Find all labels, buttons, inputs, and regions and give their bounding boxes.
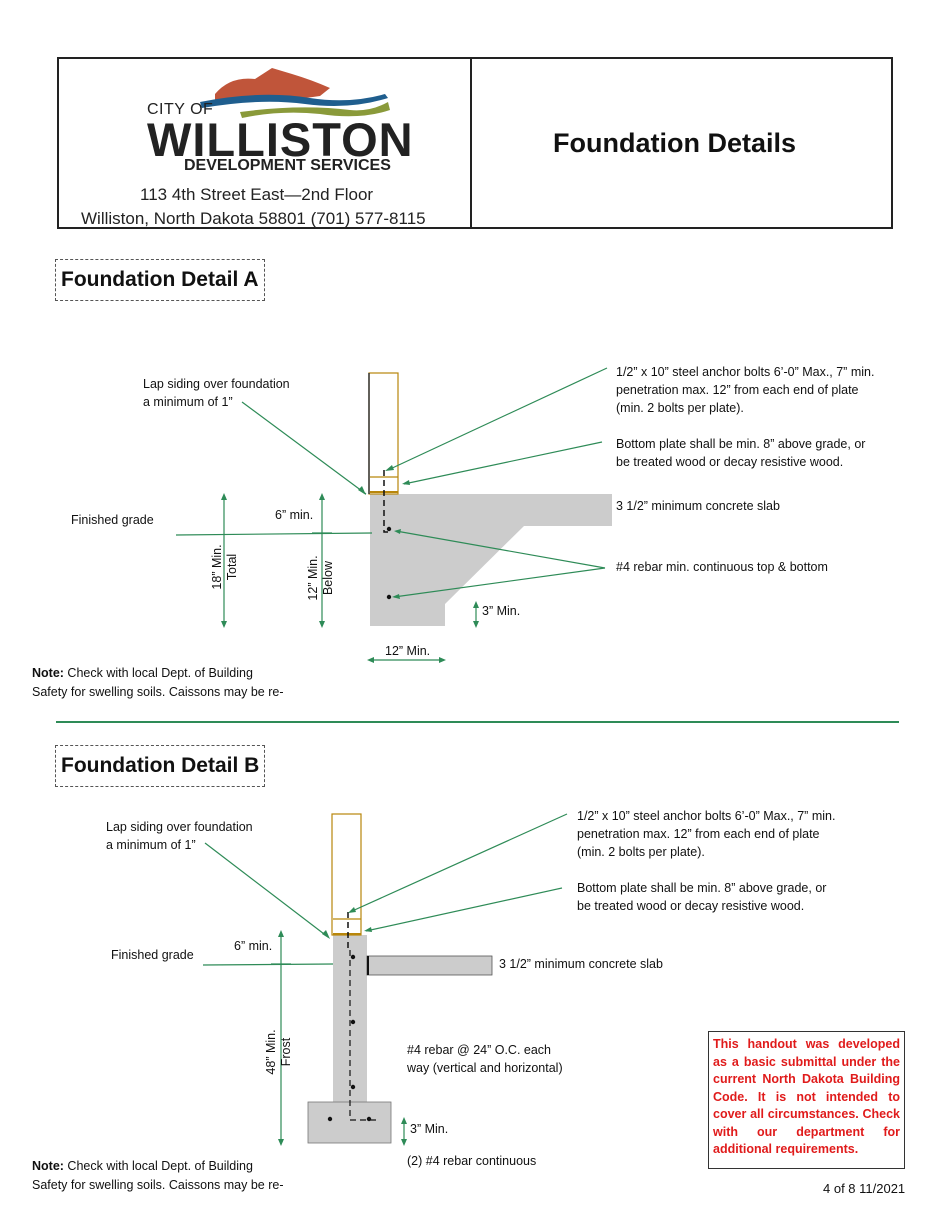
detail-a-diagram xyxy=(175,367,612,663)
logo-dept: DEVELOPMENT SERVICES xyxy=(184,157,391,174)
detail-b-anchor-bolts-line3: (min. 2 bolts per plate). xyxy=(577,845,705,859)
detail-a-rebar-label: #4 rebar min. continuous top & bottom xyxy=(616,560,828,574)
detail-a-twelve-min: 12” Min. xyxy=(385,644,431,658)
detail-a-anchor-bolts-line3: (min. 2 bolts per plate). xyxy=(616,401,744,415)
detail-a-eighteen-min: 18” Min.Total xyxy=(210,544,239,590)
detail-b-lap-siding-line1: Lap siding over foundation xyxy=(106,820,253,834)
detail-b-slab-label: 3 1/2” minimum concrete slab xyxy=(499,957,663,971)
detail-a-slab-label: 3 1/2” minimum concrete slab xyxy=(616,499,780,513)
detail-b-three-min: 3” Min. xyxy=(410,1122,449,1136)
detail-a-bottom-plate-line1: Bottom plate shall be min. 8” above grad… xyxy=(616,437,866,451)
detail-a-note: Note: Check with local Dept. of Building… xyxy=(32,666,284,699)
logo-city-of: CITY OF xyxy=(147,101,214,118)
header-divider xyxy=(470,57,472,229)
detail-b-rebar-line2: way (vertical and horizontal) xyxy=(407,1061,563,1075)
detail-a-three-min: 3” Min. xyxy=(482,604,521,618)
detail-a-bottom-plate-line2: be treated wood or decay resistive wood. xyxy=(616,455,844,469)
logo-name: WILLISTON xyxy=(147,113,414,166)
detail-b-finished-grade: Finished grade xyxy=(111,948,194,962)
detail-a-anchor-bolts-line2: penetration max. 12” from each end of pl… xyxy=(616,383,859,397)
document-title: Foundation Details xyxy=(553,128,796,158)
detail-b-bottom-plate-line2: be treated wood or decay resistive wood. xyxy=(577,899,805,913)
detail-b-six-min: 6” min. xyxy=(234,939,273,953)
address-line-1: 113 4th Street East—2nd Floor xyxy=(140,185,374,204)
detail-a-lap-siding-line2: a minimum of 1” xyxy=(143,395,233,409)
detail-b-diagram xyxy=(202,813,568,1146)
detail-b-anchor-bolts-line1: 1/2” x 10” steel anchor bolts 6’-0” Max.… xyxy=(577,809,836,823)
detail-a-finished-grade: Finished grade xyxy=(71,513,154,527)
section-divider xyxy=(56,721,899,723)
page-number: 4 of 8 11/2021 xyxy=(823,1181,906,1196)
detail-a-six-min: 6” min. xyxy=(275,508,314,522)
williston-logo-icon xyxy=(200,68,390,118)
header-box xyxy=(57,57,893,229)
detail-b-frost: 48” Min.Frost xyxy=(264,1029,293,1075)
detail-b-lap-siding-line2: a minimum of 1” xyxy=(106,838,196,852)
detail-a-title: Foundation Detail A xyxy=(55,259,265,301)
detail-b-note: Note: Check with local Dept. of Building… xyxy=(32,1159,284,1192)
detail-b-anchor-bolts-line2: penetration max. 12” from each end of pl… xyxy=(577,827,820,841)
detail-b-rebar-continuous: (2) #4 rebar continuous xyxy=(407,1154,537,1168)
detail-a-twelve-min-below: 12” Min.Below xyxy=(306,555,335,601)
detail-b-bottom-plate-line1: Bottom plate shall be min. 8” above grad… xyxy=(577,881,827,895)
disclaimer-box: This handout was developed as a basic su… xyxy=(708,1031,905,1169)
detail-b-title: Foundation Detail B xyxy=(55,745,266,787)
address-line-2: Williston, North Dakota 58801 (701) 577-… xyxy=(81,209,426,228)
detail-a-anchor-bolts-line1: 1/2” x 10” steel anchor bolts 6’-0” Max.… xyxy=(616,365,875,379)
detail-a-lap-siding-line1: Lap siding over foundation xyxy=(143,377,290,391)
detail-b-rebar-line1: #4 rebar @ 24” O.C. each xyxy=(407,1043,552,1057)
